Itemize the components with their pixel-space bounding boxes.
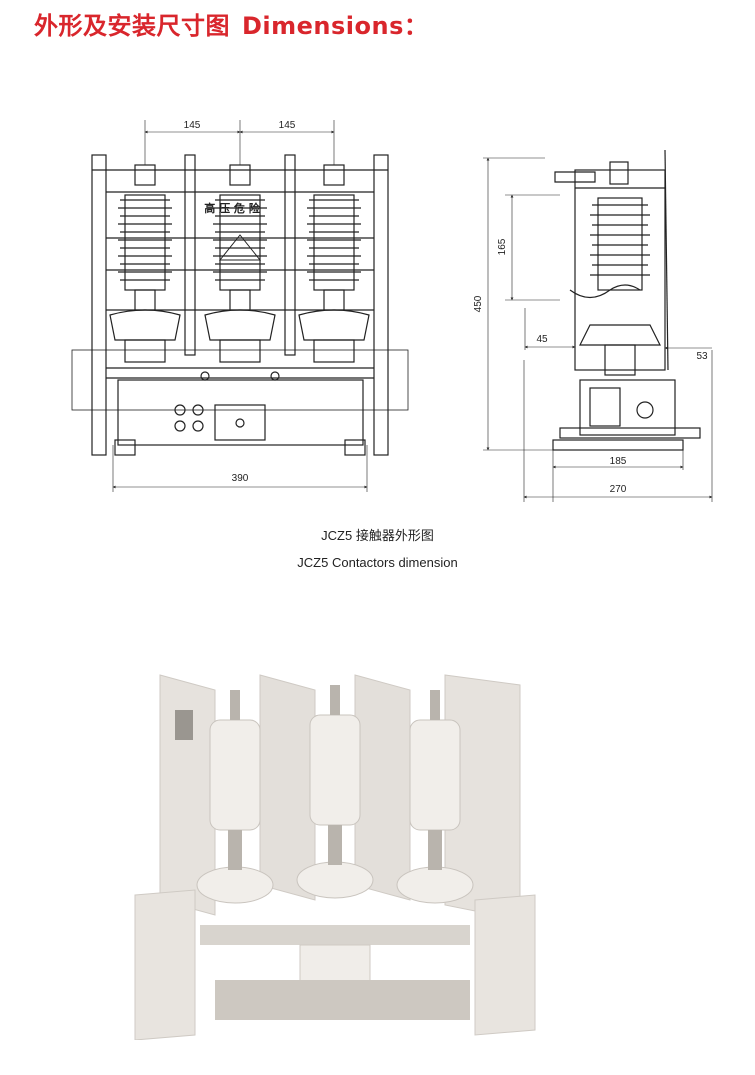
title-english: Dimensions： [242, 12, 429, 40]
caption-chinese: JCZ5 接触器外形图 [321, 528, 434, 543]
warning-label: 高 压 危 险 [204, 201, 260, 215]
title-chinese: 外形及安装尺寸图 [34, 12, 230, 40]
dim-pitch-left: 145 [184, 120, 201, 131]
dimension-drawing: 145 145 390 高 压 危 险 [71, 120, 713, 502]
dim-offset-right: 53 [696, 351, 708, 362]
dim-base-inner: 185 [610, 456, 627, 467]
caption-english: JCZ5 Contactors dimension [297, 555, 458, 570]
dim-width: 390 [232, 473, 249, 484]
front-view [71, 120, 409, 492]
side-view [483, 149, 713, 502]
pole-3 [298, 164, 370, 363]
page-title: 外形及安装尺寸图 Dimensions： [34, 6, 428, 41]
dim-height-total: 450 [473, 295, 484, 312]
pole-1 [109, 164, 181, 363]
pole-2 [204, 164, 276, 363]
dim-base-outer: 270 [610, 484, 627, 495]
dim-pitch-right: 145 [279, 120, 296, 131]
dim-offset-left: 45 [536, 334, 548, 345]
dim-height-upper: 165 [497, 238, 508, 255]
contactor-photo [134, 674, 536, 1040]
